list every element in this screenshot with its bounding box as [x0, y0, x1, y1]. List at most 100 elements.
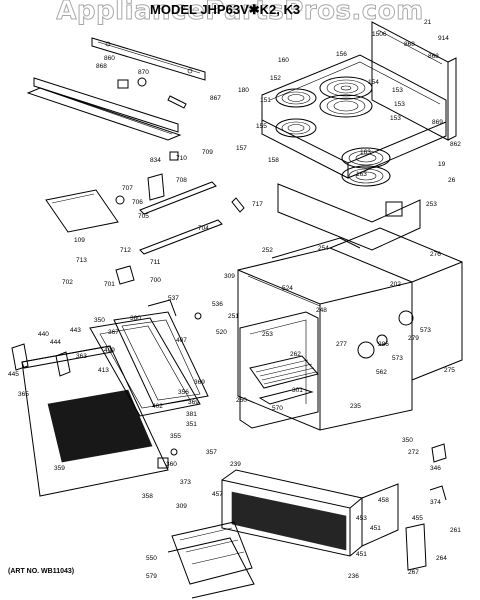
cooktop-lower-panel [277, 183, 421, 251]
part-label: 154 [368, 79, 379, 86]
broiler-rails [139, 173, 223, 255]
backguard [371, 21, 457, 141]
part-labels: 21 914 1506 868 156 868 160 154 180 151 … [8, 19, 461, 580]
part-label: 573 [392, 355, 403, 362]
part-label: 251 [228, 313, 239, 320]
oven-liner [239, 311, 319, 429]
part-label: 413 [98, 367, 109, 374]
part-label: 156 [336, 51, 347, 58]
part-label: 373 [180, 479, 191, 486]
part-label: 707 [122, 185, 133, 192]
vent-trim [26, 77, 182, 141]
part-label: 153 [394, 101, 405, 108]
part-label: 1506 [372, 31, 387, 38]
part-label: 365 [18, 391, 29, 398]
part-label: 374 [430, 499, 441, 506]
part-label: 455 [412, 515, 423, 522]
side-panel-275 [329, 227, 463, 381]
part-label: 275 [444, 367, 455, 374]
part-label: 309 [176, 503, 187, 510]
part-label: 356 [178, 389, 189, 396]
part-label: 369 [194, 379, 205, 386]
part-label: 570 [272, 405, 283, 412]
part-label: 358 [142, 493, 153, 500]
part-label: 235 [350, 403, 361, 410]
part-label: 573 [420, 327, 431, 334]
part-label: 537 [168, 295, 179, 302]
part-label: 443 [70, 327, 81, 334]
part-label: 369 [188, 399, 199, 406]
part-label: 360 [130, 315, 141, 322]
part-label: 402 [152, 403, 163, 410]
part-label: 363 [76, 353, 87, 360]
part-label: 260 [236, 397, 247, 404]
part-label: 286 [378, 341, 389, 348]
part-label: 862 [450, 141, 461, 148]
broiler-pan [167, 521, 255, 599]
part-label: 709 [202, 149, 213, 156]
part-label: 562 [376, 369, 387, 376]
part-label: 252 [262, 247, 273, 254]
part-label: 109 [74, 237, 85, 244]
part-label: 451 [370, 525, 381, 532]
part-label: 351 [186, 421, 197, 428]
part-label: 279 [408, 335, 419, 342]
backsplash-bar [91, 37, 206, 81]
part-label: 367 [108, 329, 119, 336]
part-label: 160 [278, 57, 289, 64]
part-label: 276 [430, 251, 441, 258]
part-label: 254 [318, 245, 329, 252]
part-label: 409 [104, 347, 115, 354]
part-label: 153 [390, 115, 401, 122]
part-label: 261 [450, 527, 461, 534]
part-label: 253 [426, 201, 437, 208]
part-label: 914 [438, 35, 449, 42]
part-label: 163 [356, 171, 367, 178]
bake-element [258, 387, 314, 405]
part-label: 350 [94, 317, 105, 324]
part-label: 867 [210, 95, 221, 102]
part-label: 152 [270, 75, 281, 82]
model-title: MODEL JHP63V✱K2, K3 [150, 2, 301, 17]
part-label: 407 [176, 337, 187, 344]
part-label: 155 [256, 123, 267, 130]
part-label: 360 [166, 461, 177, 468]
part-label: 711 [150, 259, 161, 266]
switch-parts [117, 77, 187, 109]
part-label: 451 [356, 551, 367, 558]
part-label: 151 [260, 97, 271, 104]
part-label: 277 [336, 341, 347, 348]
part-label: 453 [356, 515, 367, 522]
part-label: 248 [316, 307, 327, 314]
part-label: 860 [104, 55, 115, 62]
part-label: 26 [448, 177, 456, 184]
door-hinges [11, 343, 178, 469]
part-label: 350 [402, 437, 413, 444]
part-label: 457 [212, 491, 223, 498]
part-label: 157 [236, 145, 247, 152]
part-label: 834 [150, 157, 161, 164]
part-label: 870 [138, 69, 149, 76]
part-label: 202 [390, 281, 401, 288]
door-outer-panel [21, 345, 169, 497]
watermark: AppliancePartsPros.com [56, 0, 424, 27]
part-label: 705 [138, 213, 149, 220]
part-label: 445 [8, 371, 19, 378]
part-label: 180 [238, 87, 249, 94]
art-number: (ART NO. WB11043) [8, 568, 75, 575]
part-label: 381 [186, 411, 197, 418]
oven-rack [249, 355, 319, 389]
part-label: 272 [408, 449, 419, 456]
part-label: 868 [404, 41, 415, 48]
part-label: 550 [146, 555, 157, 562]
part-label: 717 [252, 201, 263, 208]
part-label: 868 [96, 63, 107, 70]
drip-pan-109 [45, 189, 119, 233]
part-label: 264 [436, 555, 447, 562]
part-label: 357 [206, 449, 217, 456]
part-label: 158 [268, 157, 279, 164]
part-label: 163 [360, 149, 371, 156]
drawer-brackets [405, 443, 447, 571]
